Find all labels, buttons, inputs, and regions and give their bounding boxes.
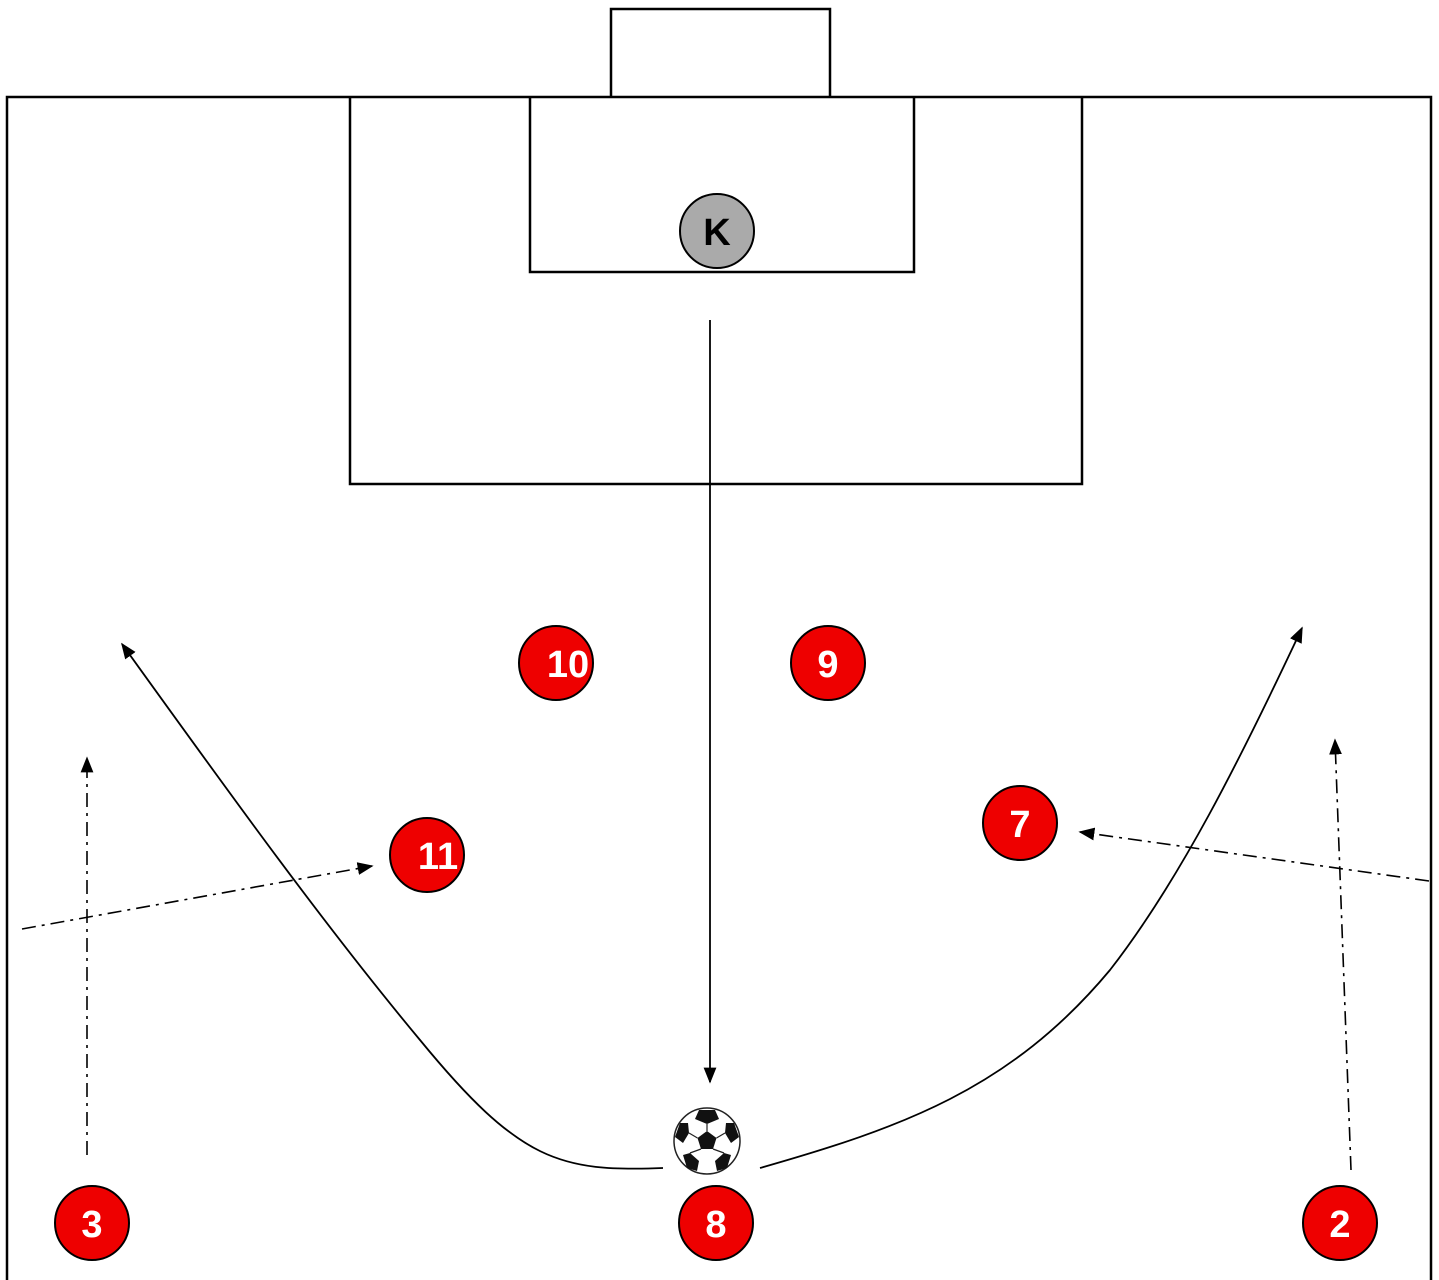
player-10: 10 xyxy=(518,625,594,701)
player-9-label: 9 xyxy=(817,644,838,686)
run-curve-left xyxy=(121,642,664,1170)
player-7: 7 xyxy=(982,785,1058,861)
player-11-label: 11 xyxy=(418,836,458,878)
penalty-area xyxy=(348,97,1084,486)
goal-area xyxy=(528,97,916,274)
run-curve-right xyxy=(759,626,1303,1169)
player-3-label: 3 xyxy=(81,1204,102,1246)
player-2: 2 xyxy=(1302,1185,1378,1261)
player-3: 3 xyxy=(54,1185,130,1261)
player-2-label: 2 xyxy=(1329,1204,1350,1246)
movement-line-2 xyxy=(1329,738,1352,1171)
goal xyxy=(609,7,832,97)
player-10-label: 10 xyxy=(547,644,589,686)
movement-line-to-7 xyxy=(1078,827,1430,882)
keeper-label: K xyxy=(703,212,731,254)
field-boundary xyxy=(5,95,1433,1280)
soccer-ball-icon xyxy=(673,1107,741,1175)
player-11: 11 xyxy=(389,817,465,893)
keeper-marker: K xyxy=(679,193,755,269)
player-8-label: 8 xyxy=(705,1204,726,1246)
player-8: 8 xyxy=(678,1185,754,1261)
player-9: 9 xyxy=(790,625,866,701)
movement-line-to-11 xyxy=(21,862,374,930)
player-7-label: 7 xyxy=(1009,804,1030,846)
